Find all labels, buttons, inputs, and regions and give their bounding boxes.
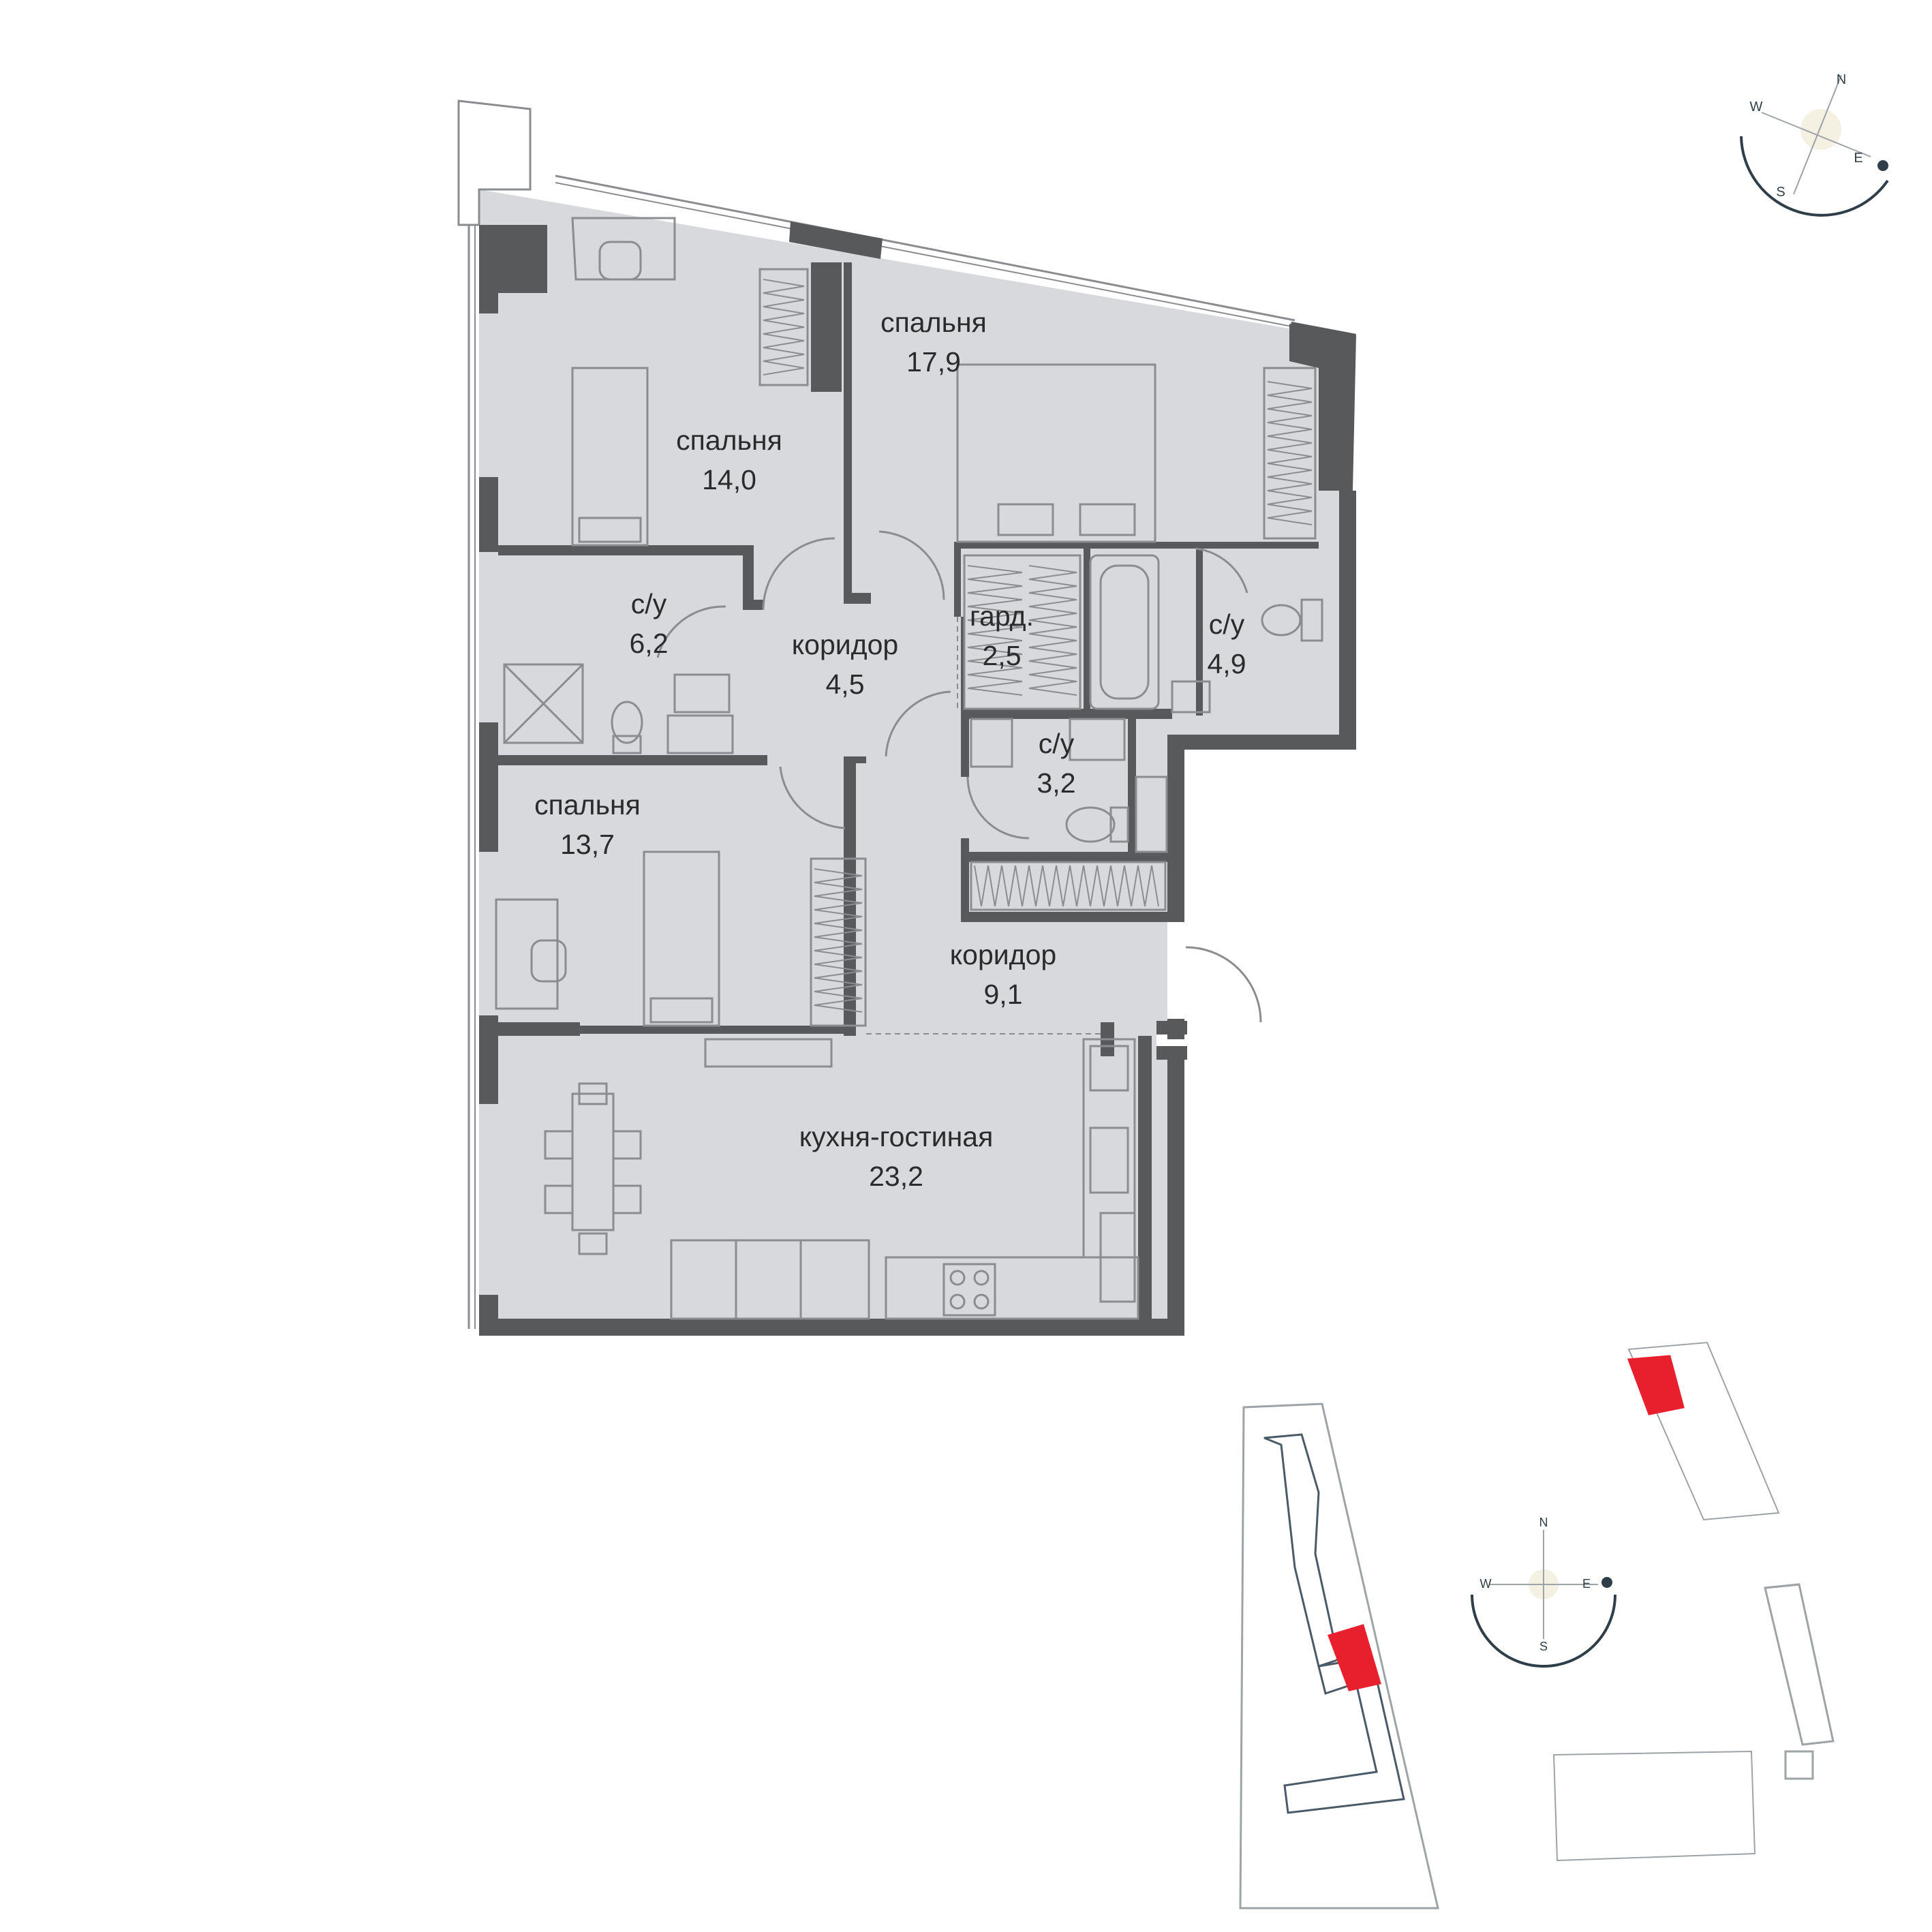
wardrobe-hangers bbox=[763, 279, 1313, 1013]
site-neighbor-bottom bbox=[1552, 1750, 1756, 1862]
room-name-bedroom-3: спальня bbox=[534, 789, 641, 821]
room-area-bedroom-2: 17,9 bbox=[906, 346, 961, 378]
room-name-bathroom-3: с/у bbox=[1039, 728, 1075, 759]
site-plan bbox=[1239, 1341, 1835, 1910]
site-compass-east-label: E bbox=[1582, 1577, 1591, 1591]
site-compass-arc bbox=[1471, 1594, 1616, 1668]
compass-needle-we bbox=[1761, 112, 1871, 157]
room-area-kitchen-living: 23,2 bbox=[869, 1161, 923, 1192]
compass-sun-dot bbox=[1877, 160, 1888, 171]
site-neighbor-top bbox=[1627, 1341, 1780, 1521]
compass-north-label: N bbox=[1837, 72, 1846, 87]
site-apartment-highlight bbox=[1328, 1624, 1381, 1691]
site-small-block bbox=[1784, 1750, 1814, 1780]
site-building-lower bbox=[1283, 1648, 1405, 1814]
compass-site: N E S W bbox=[1471, 1516, 1616, 1668]
compass-main: N E S W bbox=[1740, 72, 1889, 217]
apartment-plan: спальня 14,0 спальня 17,9 с/у 6,2 коридо… bbox=[457, 99, 1356, 1336]
room-area-bedroom-3: 13,7 bbox=[560, 829, 615, 860]
doors bbox=[656, 530, 1262, 1023]
room-area-wardrobe: 2,5 bbox=[983, 640, 1022, 671]
room-area-bathroom-1: 6,2 bbox=[630, 628, 669, 659]
site-neighbor-highlight bbox=[1627, 1355, 1685, 1415]
compass-sun-glow bbox=[1800, 109, 1841, 150]
site-tower bbox=[1764, 1583, 1835, 1746]
facade-window-line-outer bbox=[555, 182, 1295, 328]
room-name-wardrobe: гард. bbox=[970, 600, 1034, 632]
room-area-corridor-2: 9,1 bbox=[984, 979, 1023, 1010]
room-name-bathroom-2: с/у bbox=[1209, 609, 1245, 640]
site-compass-sun-dot bbox=[1601, 1577, 1612, 1588]
room-area-corridor-1: 4,5 bbox=[826, 669, 865, 700]
balcony bbox=[457, 99, 532, 226]
site-boundary bbox=[1239, 1402, 1439, 1910]
room-name-bedroom-1: спальня bbox=[676, 425, 782, 456]
room-name-bedroom-2: спальня bbox=[880, 307, 987, 338]
compass-arc bbox=[1740, 136, 1889, 217]
site-compass-north-label: N bbox=[1539, 1516, 1548, 1529]
site-compass-south-label: S bbox=[1539, 1640, 1548, 1653]
room-name-corridor-2: коридор bbox=[950, 939, 1056, 970]
compass-east-label: E bbox=[1854, 151, 1862, 166]
compass-west-label: W bbox=[1750, 99, 1763, 114]
site-compass-west-label: W bbox=[1480, 1577, 1492, 1591]
room-area-bathroom-2: 4,9 bbox=[1208, 648, 1246, 679]
site-building-upper bbox=[1263, 1433, 1340, 1668]
room-name-bathroom-1: с/у bbox=[631, 588, 667, 619]
partitions bbox=[961, 617, 1086, 716]
room-name-kitchen-living: кухня-гостиная bbox=[799, 1121, 994, 1152]
room-labels: спальня 14,0 спальня 17,9 с/у 6,2 коридо… bbox=[534, 307, 1246, 1192]
facade-window-line bbox=[555, 174, 1295, 322]
compass-south-label: S bbox=[1776, 185, 1785, 200]
room-area-bathroom-3: 3,2 bbox=[1037, 767, 1076, 799]
walls bbox=[479, 221, 1356, 1336]
furniture bbox=[495, 217, 1323, 1320]
room-area-bedroom-1: 14,0 bbox=[702, 464, 756, 495]
room-name-corridor-1: коридор bbox=[792, 629, 898, 660]
